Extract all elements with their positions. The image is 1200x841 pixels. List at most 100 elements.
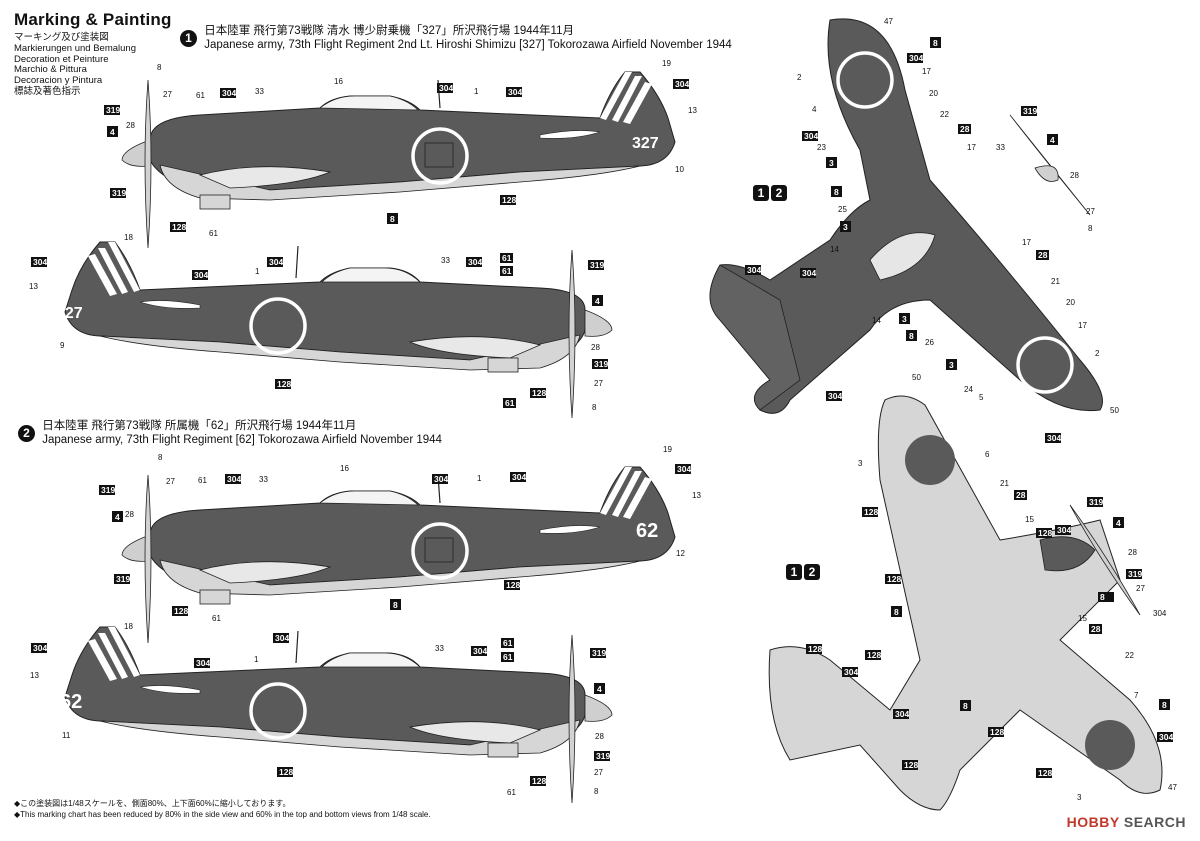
watermark-brand: HOBBY (1066, 814, 1120, 830)
callout-label: 304 (909, 53, 923, 63)
callout-label: 17 (922, 67, 931, 76)
callout-label: 4 (1116, 518, 1121, 528)
callout-label: 22 (1125, 651, 1134, 660)
callout-label: 8 (592, 403, 597, 412)
callout-label: 5 (979, 393, 984, 402)
callout-label: 8 (1088, 224, 1093, 233)
callout-label: 319 (592, 648, 606, 658)
callout-label: 28 (1038, 250, 1048, 260)
callout-label: 304 (844, 667, 858, 677)
callout-label: 7 (1134, 691, 1139, 700)
language-label: Decoracion y Pintura (14, 75, 103, 87)
callout-label: 16 (340, 464, 349, 473)
callout-label: 19 (662, 59, 671, 68)
callout-label: 128 (174, 606, 188, 616)
note-en: ◆This marking chart has been reduced by … (14, 810, 431, 819)
callout-label: 13 (688, 106, 697, 115)
scheme-badge: 2 (804, 564, 820, 580)
callout-label: 304 (1057, 525, 1071, 535)
side-view-scheme-1-left (120, 70, 677, 250)
callout-label: 304 (1159, 732, 1173, 742)
callout-label: 128 (904, 760, 918, 770)
notes: ◆この塗装図は1/48スケールを、側面80%、上下面60%に縮小しております。 … (14, 798, 431, 820)
callout-label: 304 (275, 633, 289, 643)
scheme-number-badge: 2 (18, 424, 35, 442)
language-list: マーキング及び塗装図 Markierungen und Bemalung Dec… (14, 32, 136, 98)
scheme-title-en: Japanese army, 73th Flight Regiment 2nd … (204, 39, 732, 51)
callout-label: 304 (269, 257, 283, 267)
scheme-badge: 2 (771, 185, 787, 201)
watermark-suffix: SEARCH (1119, 814, 1186, 830)
callout-label: 4 (597, 684, 602, 694)
callout-label: 28 (125, 510, 134, 519)
callout-label: 4 (115, 512, 120, 522)
callout-label: 304 (1047, 433, 1061, 443)
callout-label: 128 (1038, 528, 1052, 538)
tail-number: 62 (636, 520, 658, 542)
callout-label: 128 (502, 195, 516, 205)
callout-label: 304 (512, 472, 526, 482)
callout-label: 20 (929, 89, 938, 98)
callout-label: 61 (209, 229, 218, 238)
callout-label: 8 (1100, 592, 1105, 602)
callout-label: 1 (477, 474, 482, 483)
callout-label: 128 (990, 727, 1004, 737)
language-label: Decoration et Peinture (14, 53, 109, 65)
callout-label: 8 (158, 453, 163, 462)
callout-label: 28 (960, 124, 970, 134)
callout-label: 14 (830, 245, 839, 254)
callout-label: 17 (1078, 321, 1087, 330)
callout-label: 18 (124, 233, 133, 242)
callout-label: 128 (887, 574, 901, 584)
callout-label: 22 (940, 110, 949, 119)
callout-label: 15 (1078, 614, 1087, 623)
callout-label: 304 (675, 79, 689, 89)
callout-label: 319 (1089, 497, 1103, 507)
callout-label: 61 (505, 398, 515, 408)
scheme-badge: 1 (753, 185, 769, 201)
callout-label: 61 (507, 788, 516, 797)
callout-label: 8 (1162, 700, 1167, 710)
callout-label: 33 (435, 644, 444, 653)
callout-label: 1 (255, 267, 260, 276)
callout-label: 21 (1051, 277, 1060, 286)
callout-label: 33 (259, 475, 268, 484)
page-title: Marking & Painting (14, 10, 172, 29)
callout-label: 47 (1168, 783, 1177, 792)
callout-label: 23 (817, 143, 826, 152)
scheme-badge: 1 (786, 564, 802, 580)
tail-number: 327 (56, 305, 83, 322)
callout-label: 128 (172, 222, 186, 232)
tail-number: 62 (60, 691, 82, 713)
callout-label: 8 (933, 38, 938, 48)
callout-label: 27 (163, 90, 172, 99)
callout-label: 3 (902, 314, 907, 324)
callout-label: 8 (894, 607, 899, 617)
callout-label: 17 (967, 143, 976, 152)
callout-label: 128 (808, 644, 822, 654)
callout-label: 27 (594, 768, 603, 777)
callout-label: 3 (843, 222, 848, 232)
callout-label: 17 (1022, 238, 1031, 247)
callout-label: 3 (858, 459, 863, 468)
callout-label: 1 (474, 87, 479, 96)
callout-label: 304 (802, 268, 816, 278)
callout-label: 20 (1066, 298, 1075, 307)
callout-label: 304 (1153, 609, 1167, 618)
callout-label: 8 (834, 187, 839, 197)
callout-label: 28 (591, 343, 600, 352)
callout-label: 1 (254, 655, 259, 664)
callout-label: 26 (925, 338, 934, 347)
callout-label: 9 (60, 341, 65, 350)
callout-label: 61 (212, 614, 221, 623)
callout-label: 4 (1050, 135, 1055, 145)
callout-label: 319 (106, 105, 120, 115)
scheme-title-jp: 日本陸軍 飛行第73戦隊 清水 博少尉乗機「327」所沢飛行場 1944年11月 (204, 25, 574, 37)
side-view-scheme-2-right (63, 625, 614, 805)
callout-label: 61 (196, 91, 205, 100)
scheme-2-header: 2 日本陸軍 飛行第73戦隊 所属機「62」所沢飛行場 1944年11月 Jap… (18, 419, 442, 447)
callout-label: 304 (804, 131, 818, 141)
callout-label: 33 (441, 256, 450, 265)
callout-label: 8 (393, 600, 398, 610)
